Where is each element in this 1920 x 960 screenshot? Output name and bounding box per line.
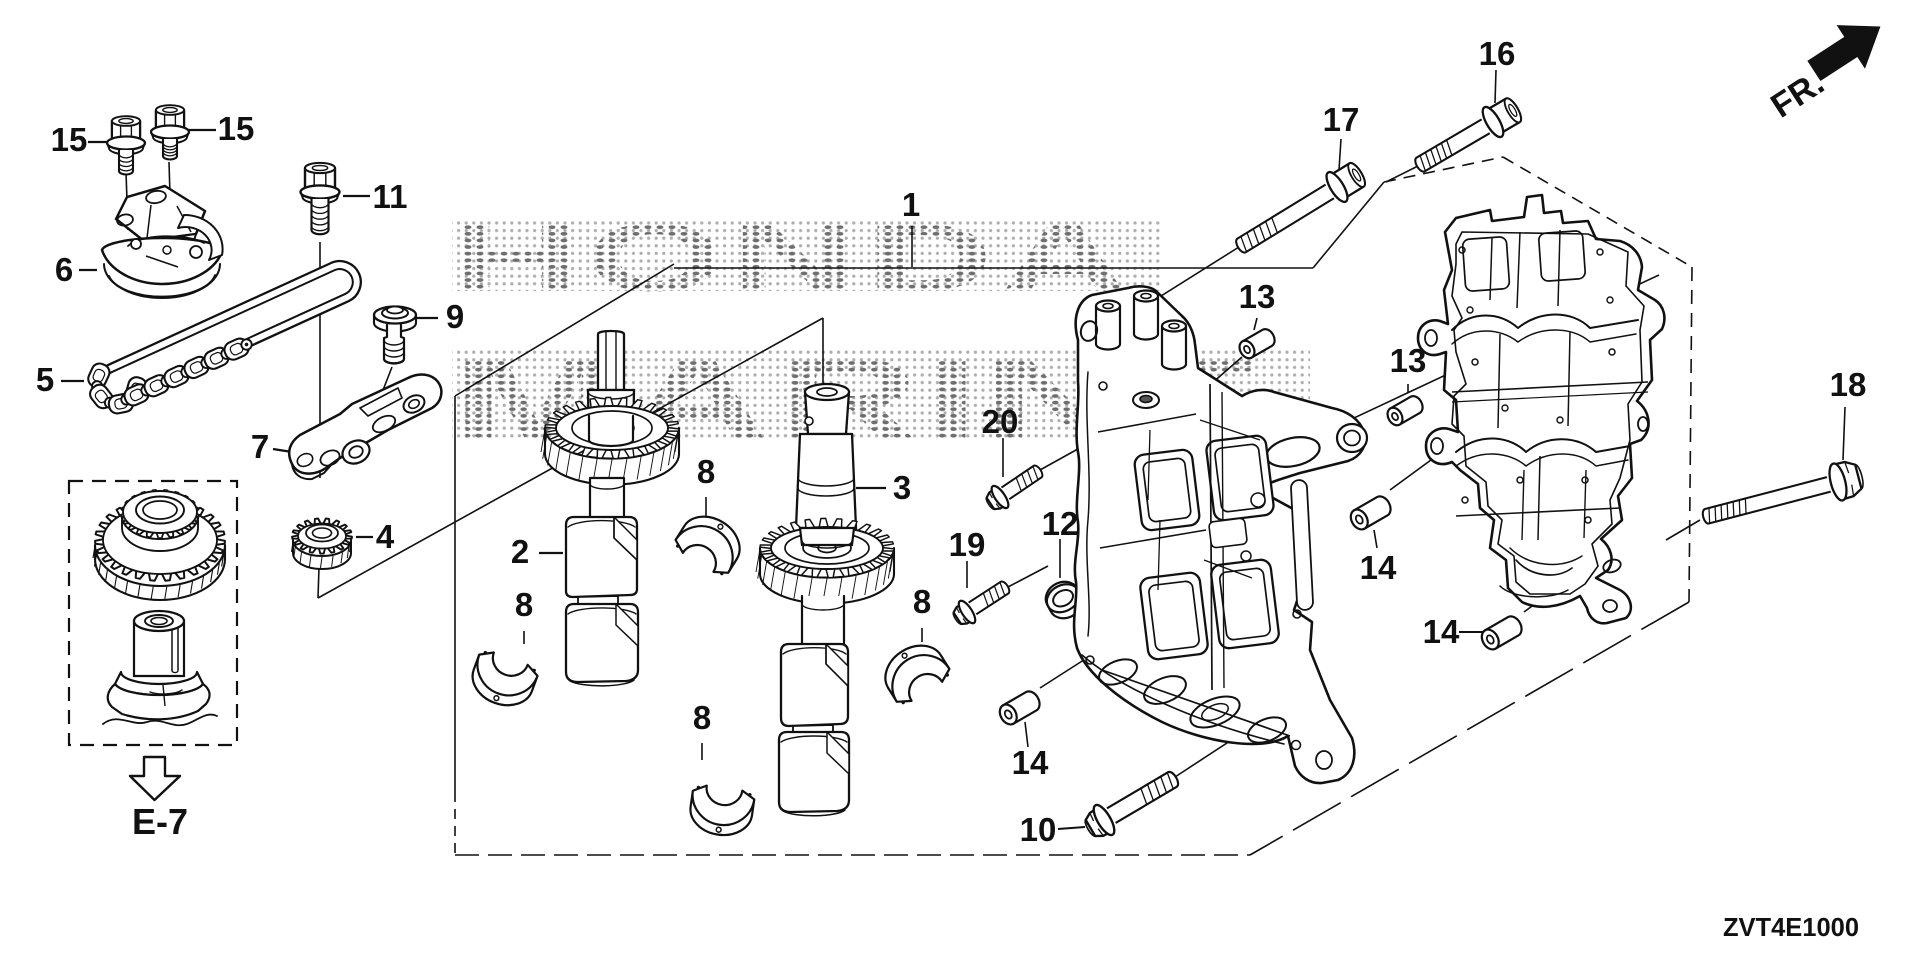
svg-text:14: 14: [1360, 549, 1397, 586]
svg-text:8: 8: [515, 586, 533, 623]
svg-text:8: 8: [697, 453, 715, 490]
svg-text:18: 18: [1830, 366, 1867, 403]
svg-text:HONDA: HONDA: [452, 204, 1135, 312]
svg-text:ZVT4E1000: ZVT4E1000: [1723, 914, 1859, 942]
svg-text:4: 4: [376, 518, 395, 555]
svg-text:9: 9: [446, 298, 464, 335]
svg-text:13: 13: [1239, 278, 1276, 315]
svg-text:12: 12: [1042, 505, 1079, 542]
svg-text:8: 8: [693, 699, 711, 736]
svg-text:17: 17: [1323, 101, 1360, 138]
svg-text:13: 13: [1390, 342, 1427, 379]
svg-text:20: 20: [982, 403, 1019, 440]
svg-text:E-7: E-7: [132, 801, 188, 842]
svg-text:8: 8: [913, 583, 931, 620]
svg-text:14: 14: [1012, 744, 1049, 781]
svg-text:14: 14: [1423, 613, 1460, 650]
svg-text:10: 10: [1020, 811, 1057, 848]
svg-text:7: 7: [251, 428, 269, 465]
svg-text:5: 5: [36, 361, 54, 398]
svg-text:15: 15: [51, 121, 88, 158]
svg-text:6: 6: [55, 251, 73, 288]
svg-text:19: 19: [949, 526, 986, 563]
svg-text:3: 3: [893, 469, 911, 506]
svg-text:15: 15: [218, 110, 255, 147]
svg-text:2: 2: [511, 533, 529, 570]
svg-text:11: 11: [373, 178, 408, 215]
svg-text:1: 1: [902, 186, 920, 223]
svg-text:16: 16: [1479, 35, 1516, 72]
